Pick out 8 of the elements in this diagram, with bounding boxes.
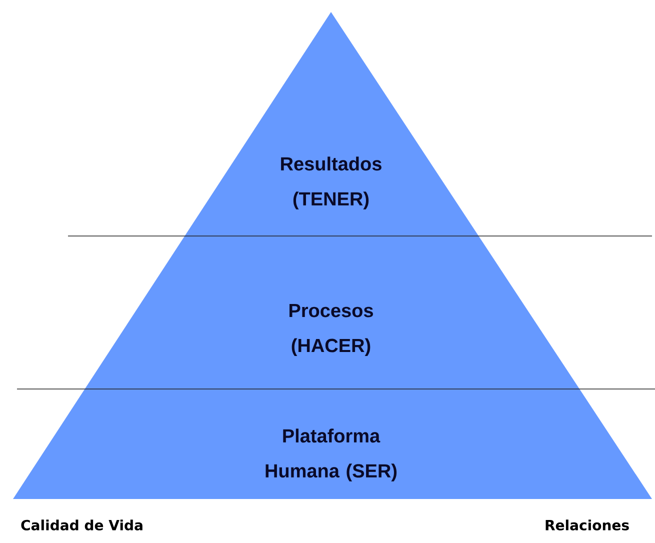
pyramid-level: Resultados (TENER) <box>184 12 479 236</box>
axis-label: Relaciones <box>546 520 629 530</box>
pyramid-level: Plataforma Humana (SER) <box>13 389 652 499</box>
node-label: Procesos (HACER) <box>290 304 373 356</box>
pyramid-level: Procesos (HACER) <box>84 236 580 389</box>
axis-label: Calidad de Vida <box>21 520 142 530</box>
node-label: Resultados (TENER) <box>281 156 382 210</box>
node-label: Plataforma Humana (SER) <box>266 428 397 482</box>
